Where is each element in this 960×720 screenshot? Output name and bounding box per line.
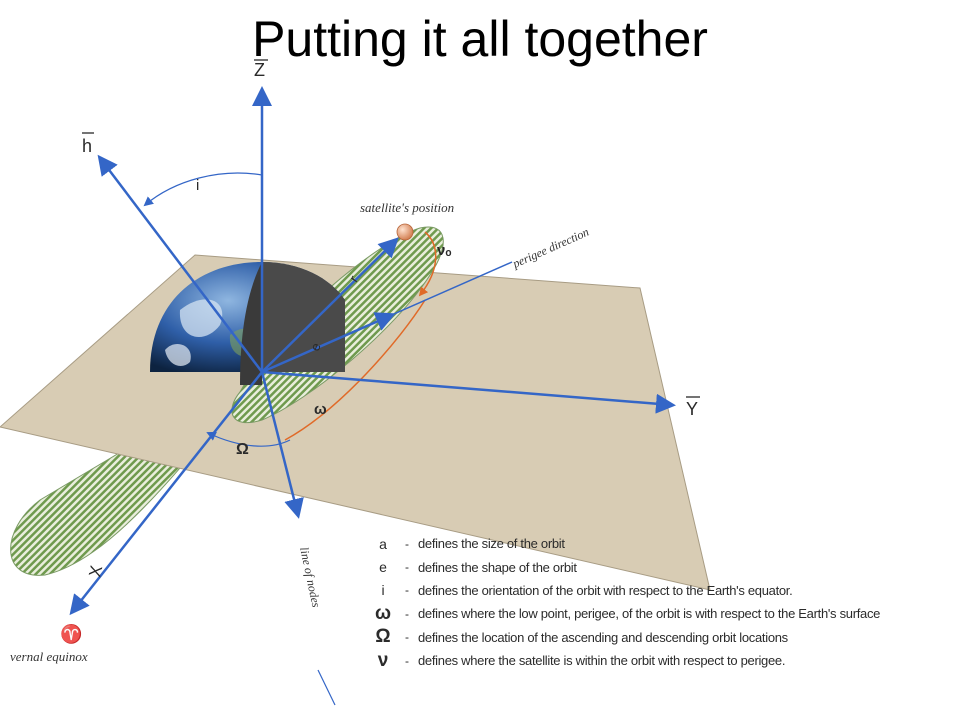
legend-symbol: ν (377, 649, 389, 671)
y-axis-label: Y (686, 399, 698, 419)
y-axis (261, 370, 676, 414)
legend-separator: - (405, 606, 409, 621)
legend-text: defines the orientation of the orbit wit… (418, 582, 793, 598)
legend-row: a - defines the size of the orbit (370, 532, 960, 555)
legend-separator: - (405, 583, 409, 598)
legend-text: defines the shape of the orbit (418, 559, 577, 575)
eccentricity-vector (261, 312, 396, 374)
position-vector (261, 237, 399, 373)
perigee-direction-label: perigee direction (510, 225, 591, 271)
vernal-equinox-label: vernal equinox (10, 649, 88, 664)
legend-row: ν - defines where the satellite is withi… (370, 649, 960, 672)
legend-separator: - (405, 653, 409, 668)
legend-row: Ω - defines the location of the ascendin… (370, 626, 960, 649)
legend-row: ω - defines where the low point, perigee… (370, 602, 960, 625)
raan-label: Ω (236, 441, 249, 458)
satellite-marker (396, 223, 414, 241)
raan-arc (206, 431, 291, 447)
legend-separator: - (405, 630, 409, 645)
legend-row: i - defines the orientation of the orbit… (370, 579, 960, 602)
line-of-nodes-label: line of nodes (297, 546, 324, 609)
x-axis-label: X (85, 564, 106, 579)
line-of-nodes-line (260, 371, 304, 519)
legend-symbol: e (379, 559, 387, 576)
orbital-elements-legend: a - defines the size of the orbit e - de… (370, 532, 960, 672)
legend-text: defines where the low point, perigee, of… (418, 606, 881, 622)
legend-symbol: ω (374, 602, 392, 624)
legend-row: e - defines the shape of the orbit (370, 555, 960, 578)
satellite-position-label: satellite's position (360, 200, 454, 215)
legend-separator: - (405, 536, 409, 551)
arg-perigee-label: ω (314, 401, 327, 418)
vernal-equinox-symbol: ♈ (60, 623, 82, 644)
inclination-arc (143, 172, 263, 207)
h-axis (97, 154, 263, 373)
x-axis (69, 371, 263, 616)
slide-title: Putting it all together (252, 11, 708, 67)
legend-symbol: i (381, 582, 385, 599)
legend-text: defines the size of the orbit (418, 536, 565, 552)
legend-text: defines the location of the ascending an… (418, 629, 788, 645)
true-anomaly-label: νₒ (437, 242, 452, 259)
h-axis-label: h (82, 136, 92, 156)
inclination-label: i (196, 177, 199, 194)
nu-arc (418, 231, 437, 297)
legend-symbol: Ω (375, 626, 391, 648)
legend-separator: - (405, 560, 409, 575)
line-of-nodes-tail (317, 669, 336, 706)
legend-text: defines where the satellite is within th… (418, 653, 786, 669)
z-axis-label: Z (254, 60, 265, 80)
omega-arc (284, 299, 426, 441)
legend-symbol: a (379, 535, 387, 552)
